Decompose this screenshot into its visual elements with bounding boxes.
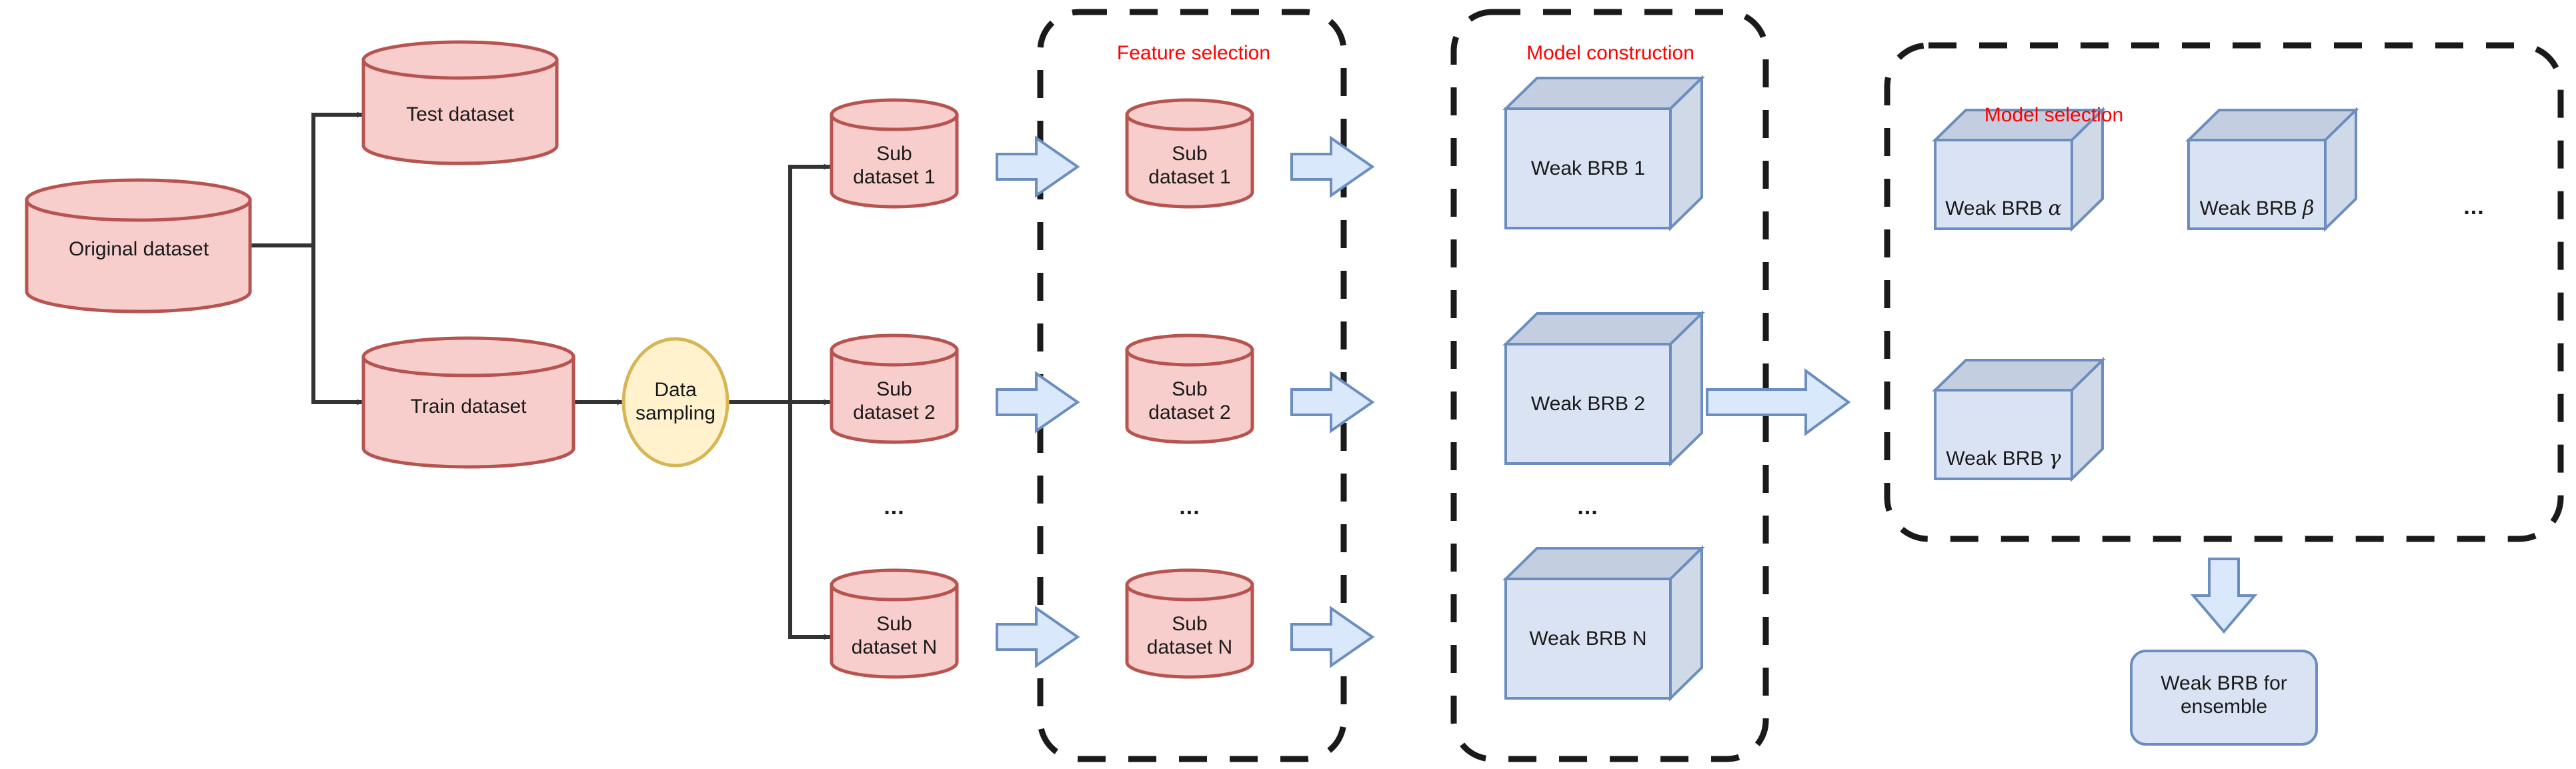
rounded-box-weak-brb-ensemble xyxy=(2130,650,2318,746)
block-arrow-to-model-selection xyxy=(1706,368,1851,436)
block-arrow-to-ensemble xyxy=(2190,558,2258,634)
block-arrow-fs-n xyxy=(996,606,1080,668)
cylinder-sub-dataset-n xyxy=(830,568,959,679)
cube-weak-brb-2 xyxy=(1502,310,1705,467)
group-model-selection-border xyxy=(1884,42,2564,542)
cylinder-original-dataset xyxy=(25,178,252,313)
cube-weak-brb-alpha xyxy=(1932,107,2106,232)
block-arrow-fs-1 xyxy=(996,135,1080,198)
block-arrow-mc-n xyxy=(1290,606,1375,668)
connector-sampling-to-sub1 xyxy=(788,163,831,402)
group-model-construction-border xyxy=(1450,9,1769,762)
cube-weak-brb-beta xyxy=(2185,107,2359,232)
ellipse-data-sampling xyxy=(621,337,730,468)
cylinder-fs-sub-dataset-2 xyxy=(1125,333,1254,444)
cylinder-fs-sub-dataset-n xyxy=(1125,568,1254,679)
cube-weak-brb-gamma xyxy=(1932,357,2106,482)
cylinder-fs-sub-dataset-1 xyxy=(1125,98,1254,209)
cylinder-sub-dataset-1 xyxy=(830,98,959,209)
connector-original-to-train xyxy=(311,245,364,406)
cube-weak-brb-1 xyxy=(1502,75,1705,231)
block-arrow-mc-2 xyxy=(1290,371,1375,434)
cube-weak-brb-n xyxy=(1502,545,1705,702)
block-arrow-fs-2 xyxy=(996,371,1080,434)
cylinder-test-dataset xyxy=(361,40,559,165)
connector-original-to-test xyxy=(250,111,364,247)
connector-sampling-to-subn xyxy=(788,402,831,640)
block-arrow-mc-1 xyxy=(1290,135,1375,198)
cylinder-train-dataset xyxy=(361,336,575,469)
cylinder-sub-dataset-2 xyxy=(830,333,959,444)
